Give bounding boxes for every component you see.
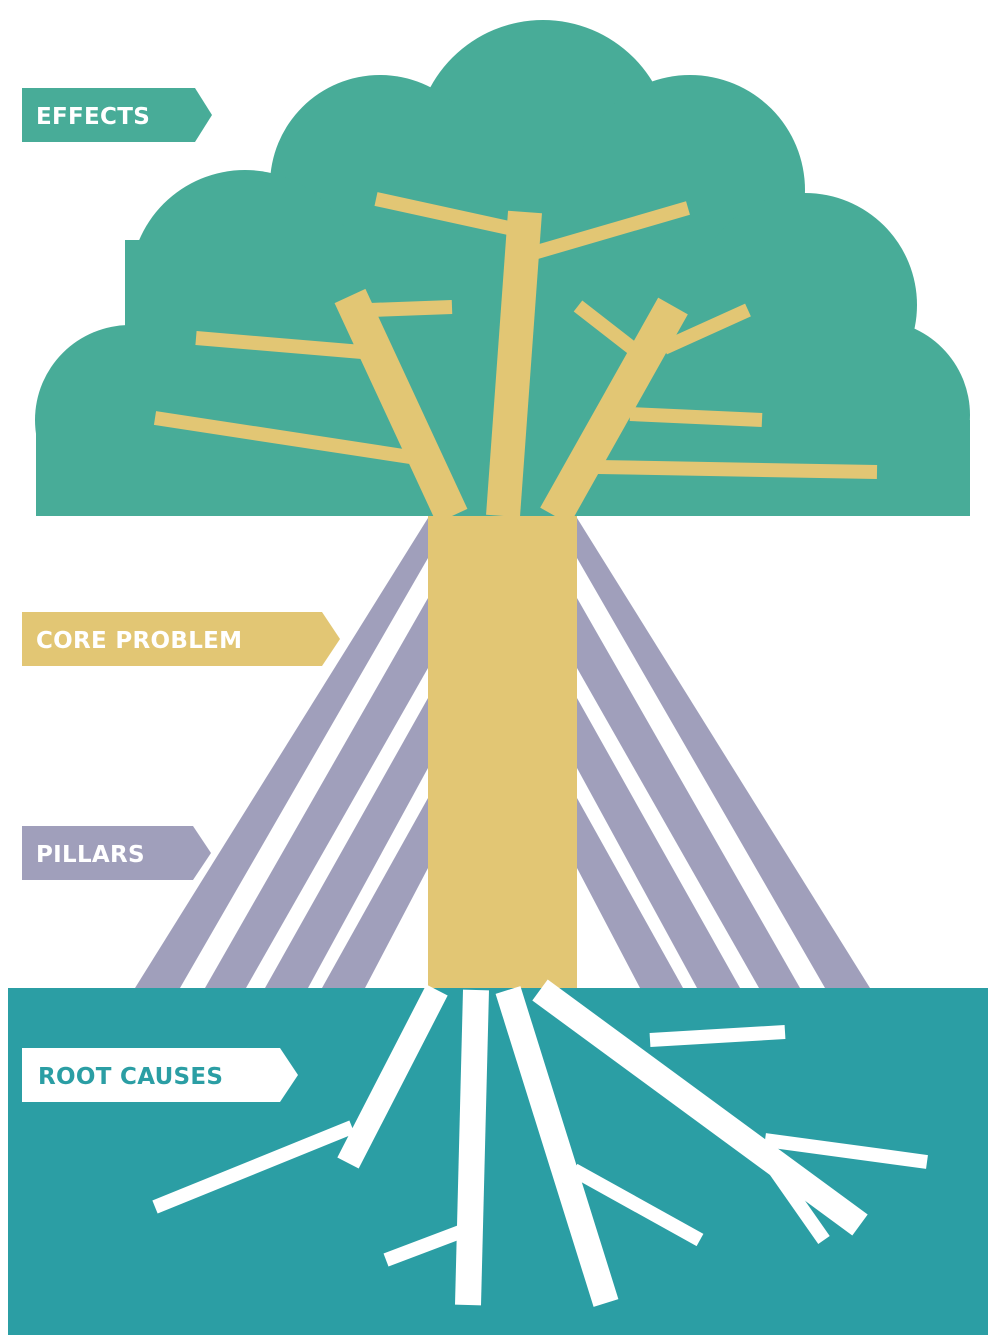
- label-root-causes-text: ROOT CAUSES: [38, 1064, 223, 1090]
- pillars-right: [577, 518, 870, 988]
- label-pillars-text: PILLARS: [36, 842, 145, 868]
- label-root-causes: ROOT CAUSES: [22, 1048, 298, 1102]
- label-core-problem: CORE PROBLEM: [22, 612, 340, 666]
- ground-band: [8, 988, 988, 1335]
- pillars-left: [135, 518, 428, 988]
- label-effects: EFFECTS: [22, 88, 212, 142]
- label-pillars: PILLARS: [22, 826, 211, 880]
- label-core-problem-text: CORE PROBLEM: [36, 628, 242, 654]
- label-effects-text: EFFECTS: [36, 104, 150, 130]
- tree-trunk: [428, 516, 577, 988]
